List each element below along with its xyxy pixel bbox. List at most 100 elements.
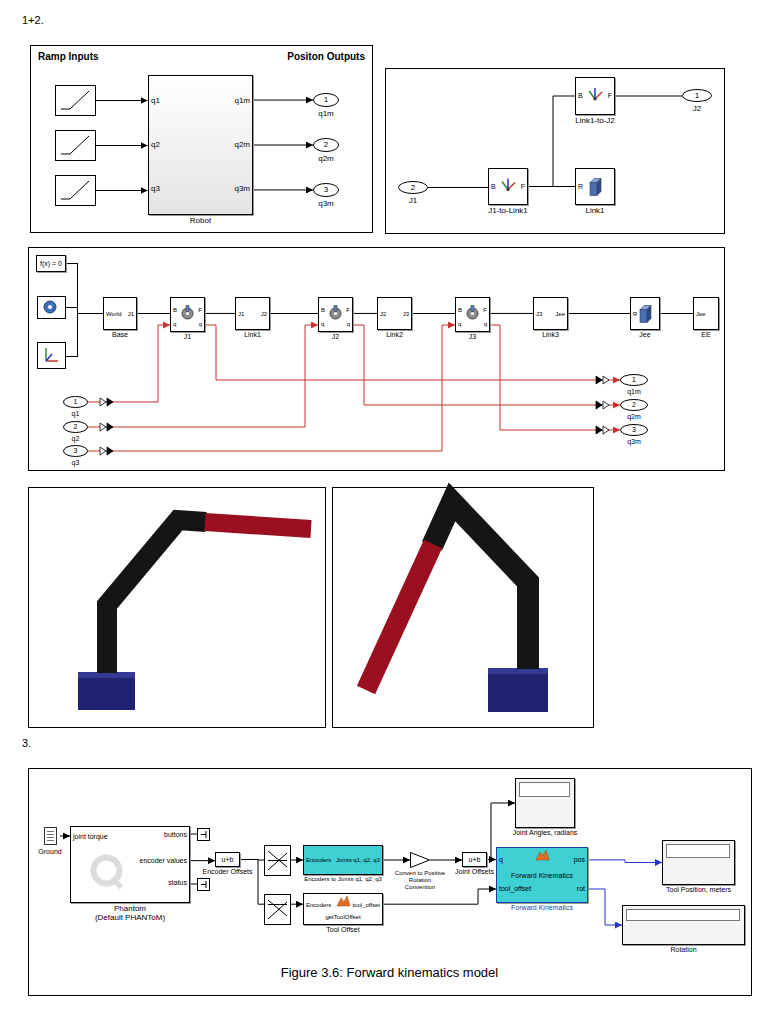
block-text: 1: [632, 376, 636, 384]
block-name: Jee: [639, 331, 650, 339]
figure-caption: Figure 3.6: Forward kinematics model: [28, 966, 751, 981]
port-label: Jee: [696, 310, 706, 317]
block-icon: [40, 826, 60, 846]
connection-line: [60, 836, 70, 837]
panel-frame: [29, 248, 725, 471]
port-label: rot: [577, 884, 585, 892]
block-icon: [516, 779, 574, 827]
port-label: J2: [380, 310, 386, 317]
block-name: q1m: [318, 109, 334, 118]
block-text: 2: [324, 140, 328, 149]
signal-line: [88, 325, 170, 402]
revolute-joint: BFqqJ2: [318, 297, 353, 332]
block-name: J2: [693, 104, 701, 113]
terminators: [190, 829, 210, 891]
bias-block: u+bEncoder Offsets: [215, 852, 240, 867]
gain-block: Convert to Positive Rotation Convention: [410, 852, 430, 868]
block-text: 2: [411, 183, 415, 192]
block-name: Rotation: [670, 946, 696, 954]
block-name: Joint Angles, radians: [513, 829, 578, 837]
port-label: q: [499, 856, 503, 864]
block-name: Link1: [244, 331, 261, 339]
display-block: Tool Position, meters: [662, 840, 735, 885]
block-name: Convert to Positive Rotation Convention: [393, 870, 447, 891]
block-name: Link1-to-J2: [575, 116, 615, 125]
port-label: B: [173, 306, 177, 313]
block-name: EE: [701, 331, 710, 339]
port-label: joint torque: [73, 833, 108, 841]
link-subsystem: J2J3Link2: [377, 297, 412, 330]
connection-line: [383, 860, 410, 861]
block-name: q1m: [627, 388, 641, 396]
port-oval: 1J2: [682, 89, 712, 102]
signal-line: [88, 325, 318, 427]
port-label: J1: [238, 310, 244, 317]
solid-block: RLink1: [575, 168, 615, 205]
signal-converters: [100, 376, 609, 455]
link-subsystem: J1J2Link1: [235, 297, 270, 330]
subsystem-block: EncodersJoints q1, q2, q3Encoders to Joi…: [303, 845, 383, 875]
constraint-block: f(x) = 0: [36, 255, 66, 272]
connection-line: [615, 96, 682, 97]
port-label: F: [608, 92, 612, 100]
port-label: q: [321, 321, 324, 328]
robot-arm-render: [366, 502, 548, 712]
block-text: 1: [695, 91, 699, 100]
block-name: (Default PHANToM): [95, 913, 165, 922]
block-name: Encoder Offsets: [202, 868, 252, 876]
port-label: B: [458, 306, 462, 313]
port-label: F: [198, 306, 202, 313]
block-icon: [304, 894, 382, 924]
port-label: J3: [536, 310, 542, 317]
port-label: F: [346, 306, 350, 313]
port-label: R: [633, 310, 637, 317]
solid-block: RJee: [630, 297, 660, 330]
port-label: J2: [261, 310, 267, 317]
block-text: getToolOffset: [325, 913, 360, 920]
block-text: 2: [74, 423, 78, 431]
port-oval: 3q3m: [620, 424, 648, 436]
image-frame: [29, 488, 326, 728]
port-label: q: [199, 321, 202, 328]
block-text: 3: [632, 426, 636, 434]
port-label: q: [173, 321, 176, 328]
connection-line: [568, 313, 630, 314]
port-label: B: [491, 182, 496, 190]
block-name: J2: [332, 333, 339, 341]
signal-line: [88, 325, 455, 451]
port-oval: 1q1: [63, 396, 88, 408]
connection-line: [205, 313, 235, 314]
transform-block: BFLink1-to-J2: [575, 77, 615, 115]
block-text: f(x) = 0: [40, 259, 62, 267]
port-label: tool_offset: [499, 884, 531, 892]
port-oval: 2q2m: [313, 138, 339, 152]
display-block: Joint Angles, radians: [515, 778, 575, 828]
port-label: q2m: [234, 140, 250, 149]
port-oval: 2q2: [63, 421, 88, 433]
block-icon: [663, 841, 734, 884]
connection-line: [660, 313, 693, 314]
port-label: J3: [403, 310, 409, 317]
selector-blocks: [265, 846, 291, 925]
block-name: q1: [72, 410, 80, 418]
port-label: q1: [151, 96, 160, 105]
block-text: u+b: [222, 855, 234, 863]
block-name: Robot: [190, 216, 211, 225]
device-block: joint torquebuttonsencoder valuesstatusP…: [70, 826, 190, 903]
connection-line: [66, 264, 103, 314]
block-text: 3: [324, 185, 328, 194]
block-text: Forward Kinematics: [511, 872, 573, 880]
port-label: q: [347, 321, 350, 328]
block-name: Link3: [542, 331, 559, 339]
connector-group: [60, 96, 693, 925]
world-frame-block: WorldJ1Base: [103, 297, 137, 330]
panel-title: Ramp Inputs: [38, 51, 99, 63]
block-name: Tool Position, meters: [666, 886, 731, 894]
port-label: Jee: [555, 310, 565, 317]
connection-line: [528, 96, 575, 187]
port-label: B: [321, 306, 325, 313]
port-label: Encoders: [306, 857, 331, 864]
panel-title: Positon Outputs: [287, 51, 365, 63]
link-subsystem: J3JeeLink3: [533, 297, 568, 330]
connection-line: [428, 187, 488, 188]
